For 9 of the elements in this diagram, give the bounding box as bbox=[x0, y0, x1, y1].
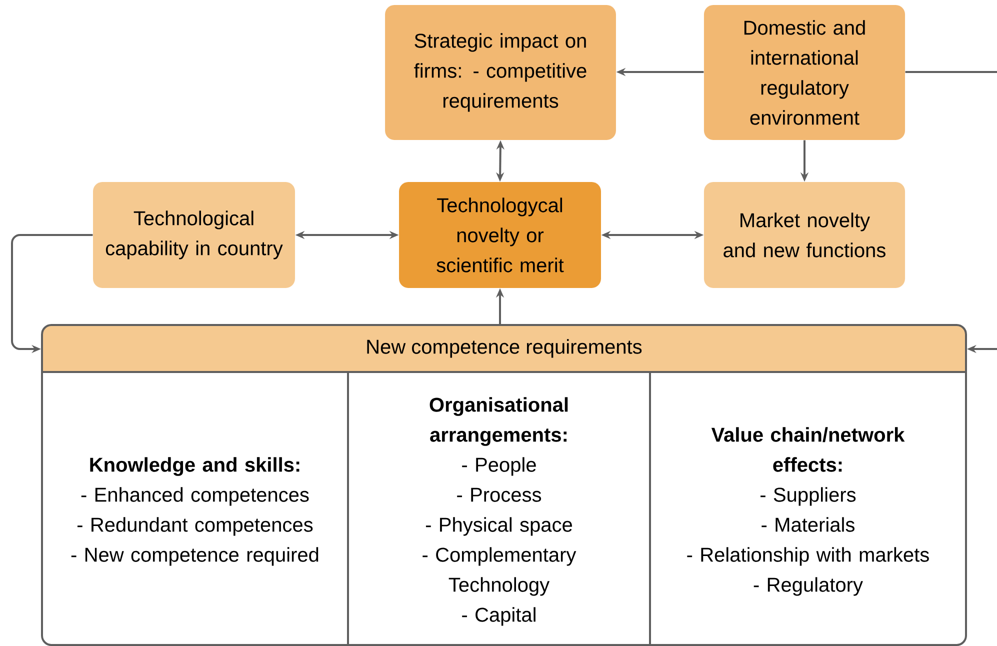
factor-box: Domestic and international regulatory environment bbox=[704, 5, 906, 140]
column-text: Knowledge and skills: - Enhanced competences - Redundant competences - New competence required bbox=[71, 457, 318, 566]
column-text: Value chain/network effects: - Suppliers - Materials - Relationship with markets - Regulatory bbox=[687, 427, 929, 596]
factor-box: Strategic impact on firms: - competitive requirements bbox=[385, 5, 616, 140]
central-box: Technologycal novelty or scientific merit bbox=[399, 182, 601, 288]
arrow bbox=[905, 71, 997, 354]
column-text: Organisational arrangements: - People - Process - Physical space - Complementary Technology - Capital bbox=[422, 397, 576, 626]
factor-box: Market novelty and new functions bbox=[704, 182, 906, 288]
factor-box: Technological capability in country bbox=[93, 182, 295, 288]
